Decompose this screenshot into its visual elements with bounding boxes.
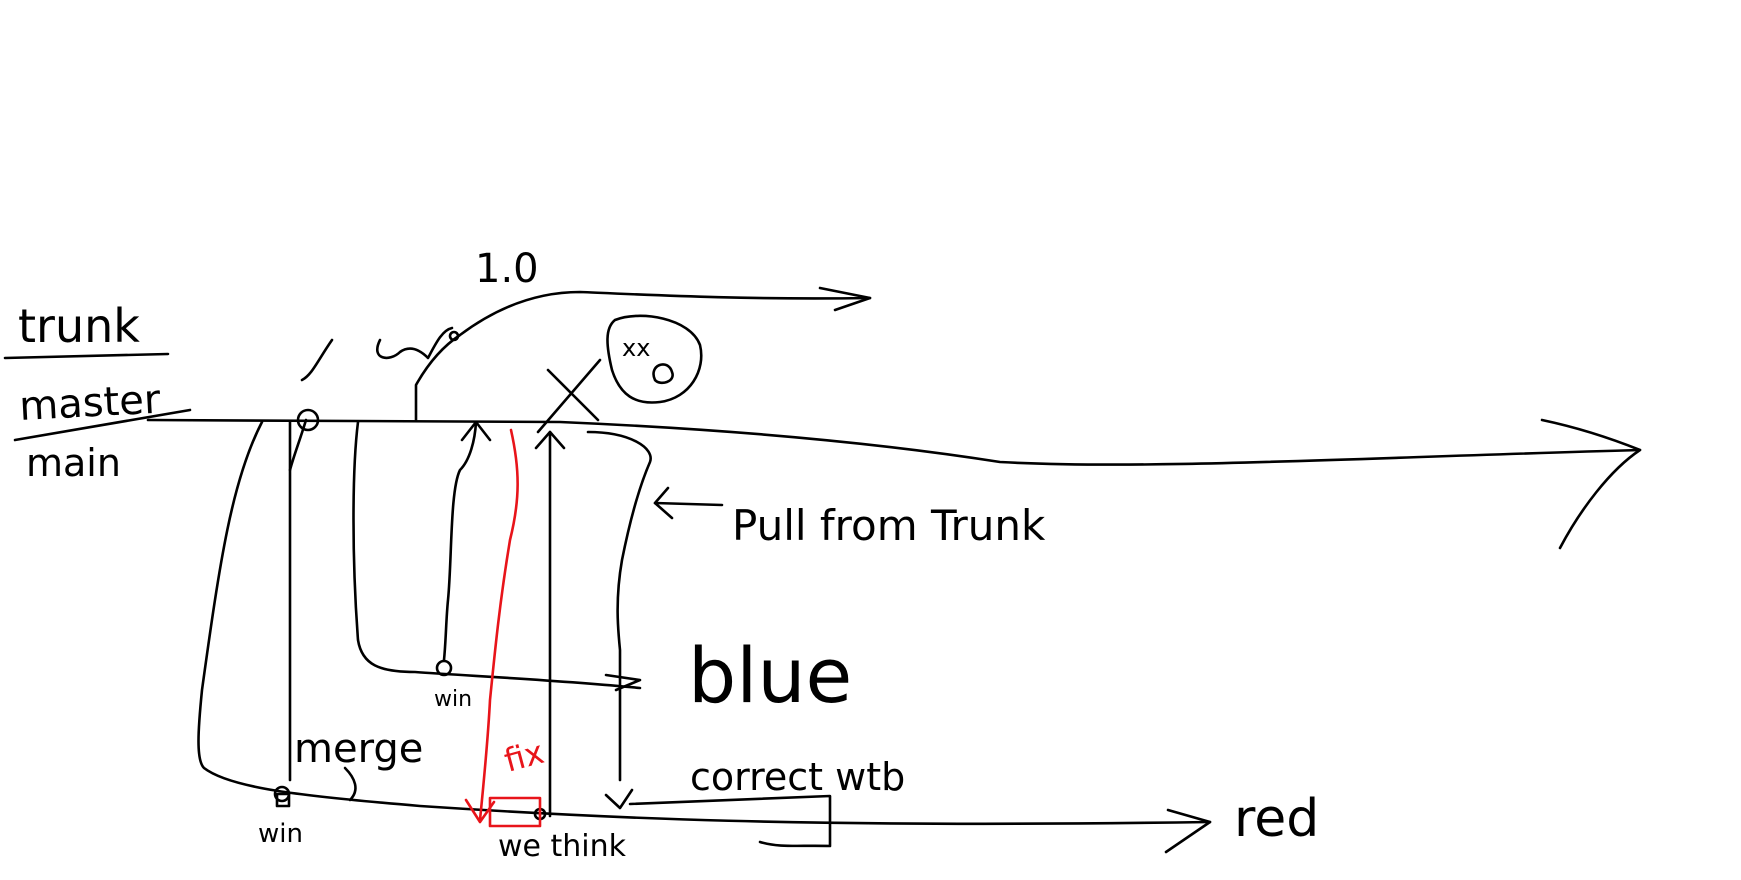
strike-line-2 xyxy=(536,358,602,434)
pull-arrowhead xyxy=(653,486,674,520)
label-win-blue: win xyxy=(434,687,472,712)
merge-connector xyxy=(288,418,308,472)
label-version: 1.0 xyxy=(475,246,539,292)
trunk-branch xyxy=(146,418,1642,550)
blue-pull-curve xyxy=(442,420,478,662)
correct-box xyxy=(628,794,832,848)
crossed-circle xyxy=(606,314,703,404)
trunk-underline xyxy=(3,352,170,360)
blue-branch: win blue xyxy=(352,420,852,720)
fix-target-box xyxy=(488,796,542,828)
trunk-line xyxy=(146,418,1642,466)
label-crossed-xx: xx xyxy=(622,334,650,362)
label-master: master xyxy=(18,377,162,430)
merge-point xyxy=(296,408,320,432)
label-fix: fix xyxy=(500,733,548,780)
correct-arrow-down xyxy=(604,788,634,810)
blue-arrowhead xyxy=(604,673,642,692)
release-commit-dot xyxy=(448,330,460,342)
wtb-arrowhead xyxy=(534,430,566,450)
branch-legend: trunk master main xyxy=(3,299,192,485)
red-branch: win merge red xyxy=(197,408,1319,854)
release-arrowhead xyxy=(818,286,872,312)
fix-line xyxy=(478,428,519,822)
master-underline xyxy=(13,408,192,442)
release-branch: 1.0 xyxy=(300,246,872,422)
release-ver-scribble xyxy=(376,326,454,360)
crossed-inner-mark xyxy=(652,363,674,385)
crossed-out-commit: xx xyxy=(536,314,703,434)
label-merge: merge xyxy=(294,726,423,772)
pull-curve xyxy=(586,430,652,782)
label-main: main xyxy=(26,441,121,485)
pull-from-trunk-annotation: Pull from Trunk xyxy=(586,430,1046,782)
blue-pull-arrowhead xyxy=(460,420,492,442)
label-correct-wtb: correct wtb xyxy=(690,755,905,799)
fix-annotation: fix xyxy=(464,428,548,828)
merge-tail xyxy=(343,766,357,802)
label-trunk: trunk xyxy=(18,299,140,353)
red-commit-marker xyxy=(275,792,291,808)
label-win-red: win xyxy=(258,819,303,849)
red-arrowhead xyxy=(1164,808,1212,854)
label-pull-from-trunk: Pull from Trunk xyxy=(732,501,1046,550)
label-blue: blue xyxy=(688,631,852,720)
release-branch-line xyxy=(414,290,872,422)
release-origin-squiggle xyxy=(300,338,334,382)
blue-branch-line xyxy=(352,420,642,690)
label-red: red xyxy=(1234,789,1319,849)
trunk-arrowhead xyxy=(1540,418,1642,550)
label-we-think: we think xyxy=(498,829,627,864)
strike-line-1 xyxy=(546,368,600,422)
pull-arrow-shaft xyxy=(653,501,724,507)
correct-merge-annotation: correct wtb we think xyxy=(498,430,905,864)
